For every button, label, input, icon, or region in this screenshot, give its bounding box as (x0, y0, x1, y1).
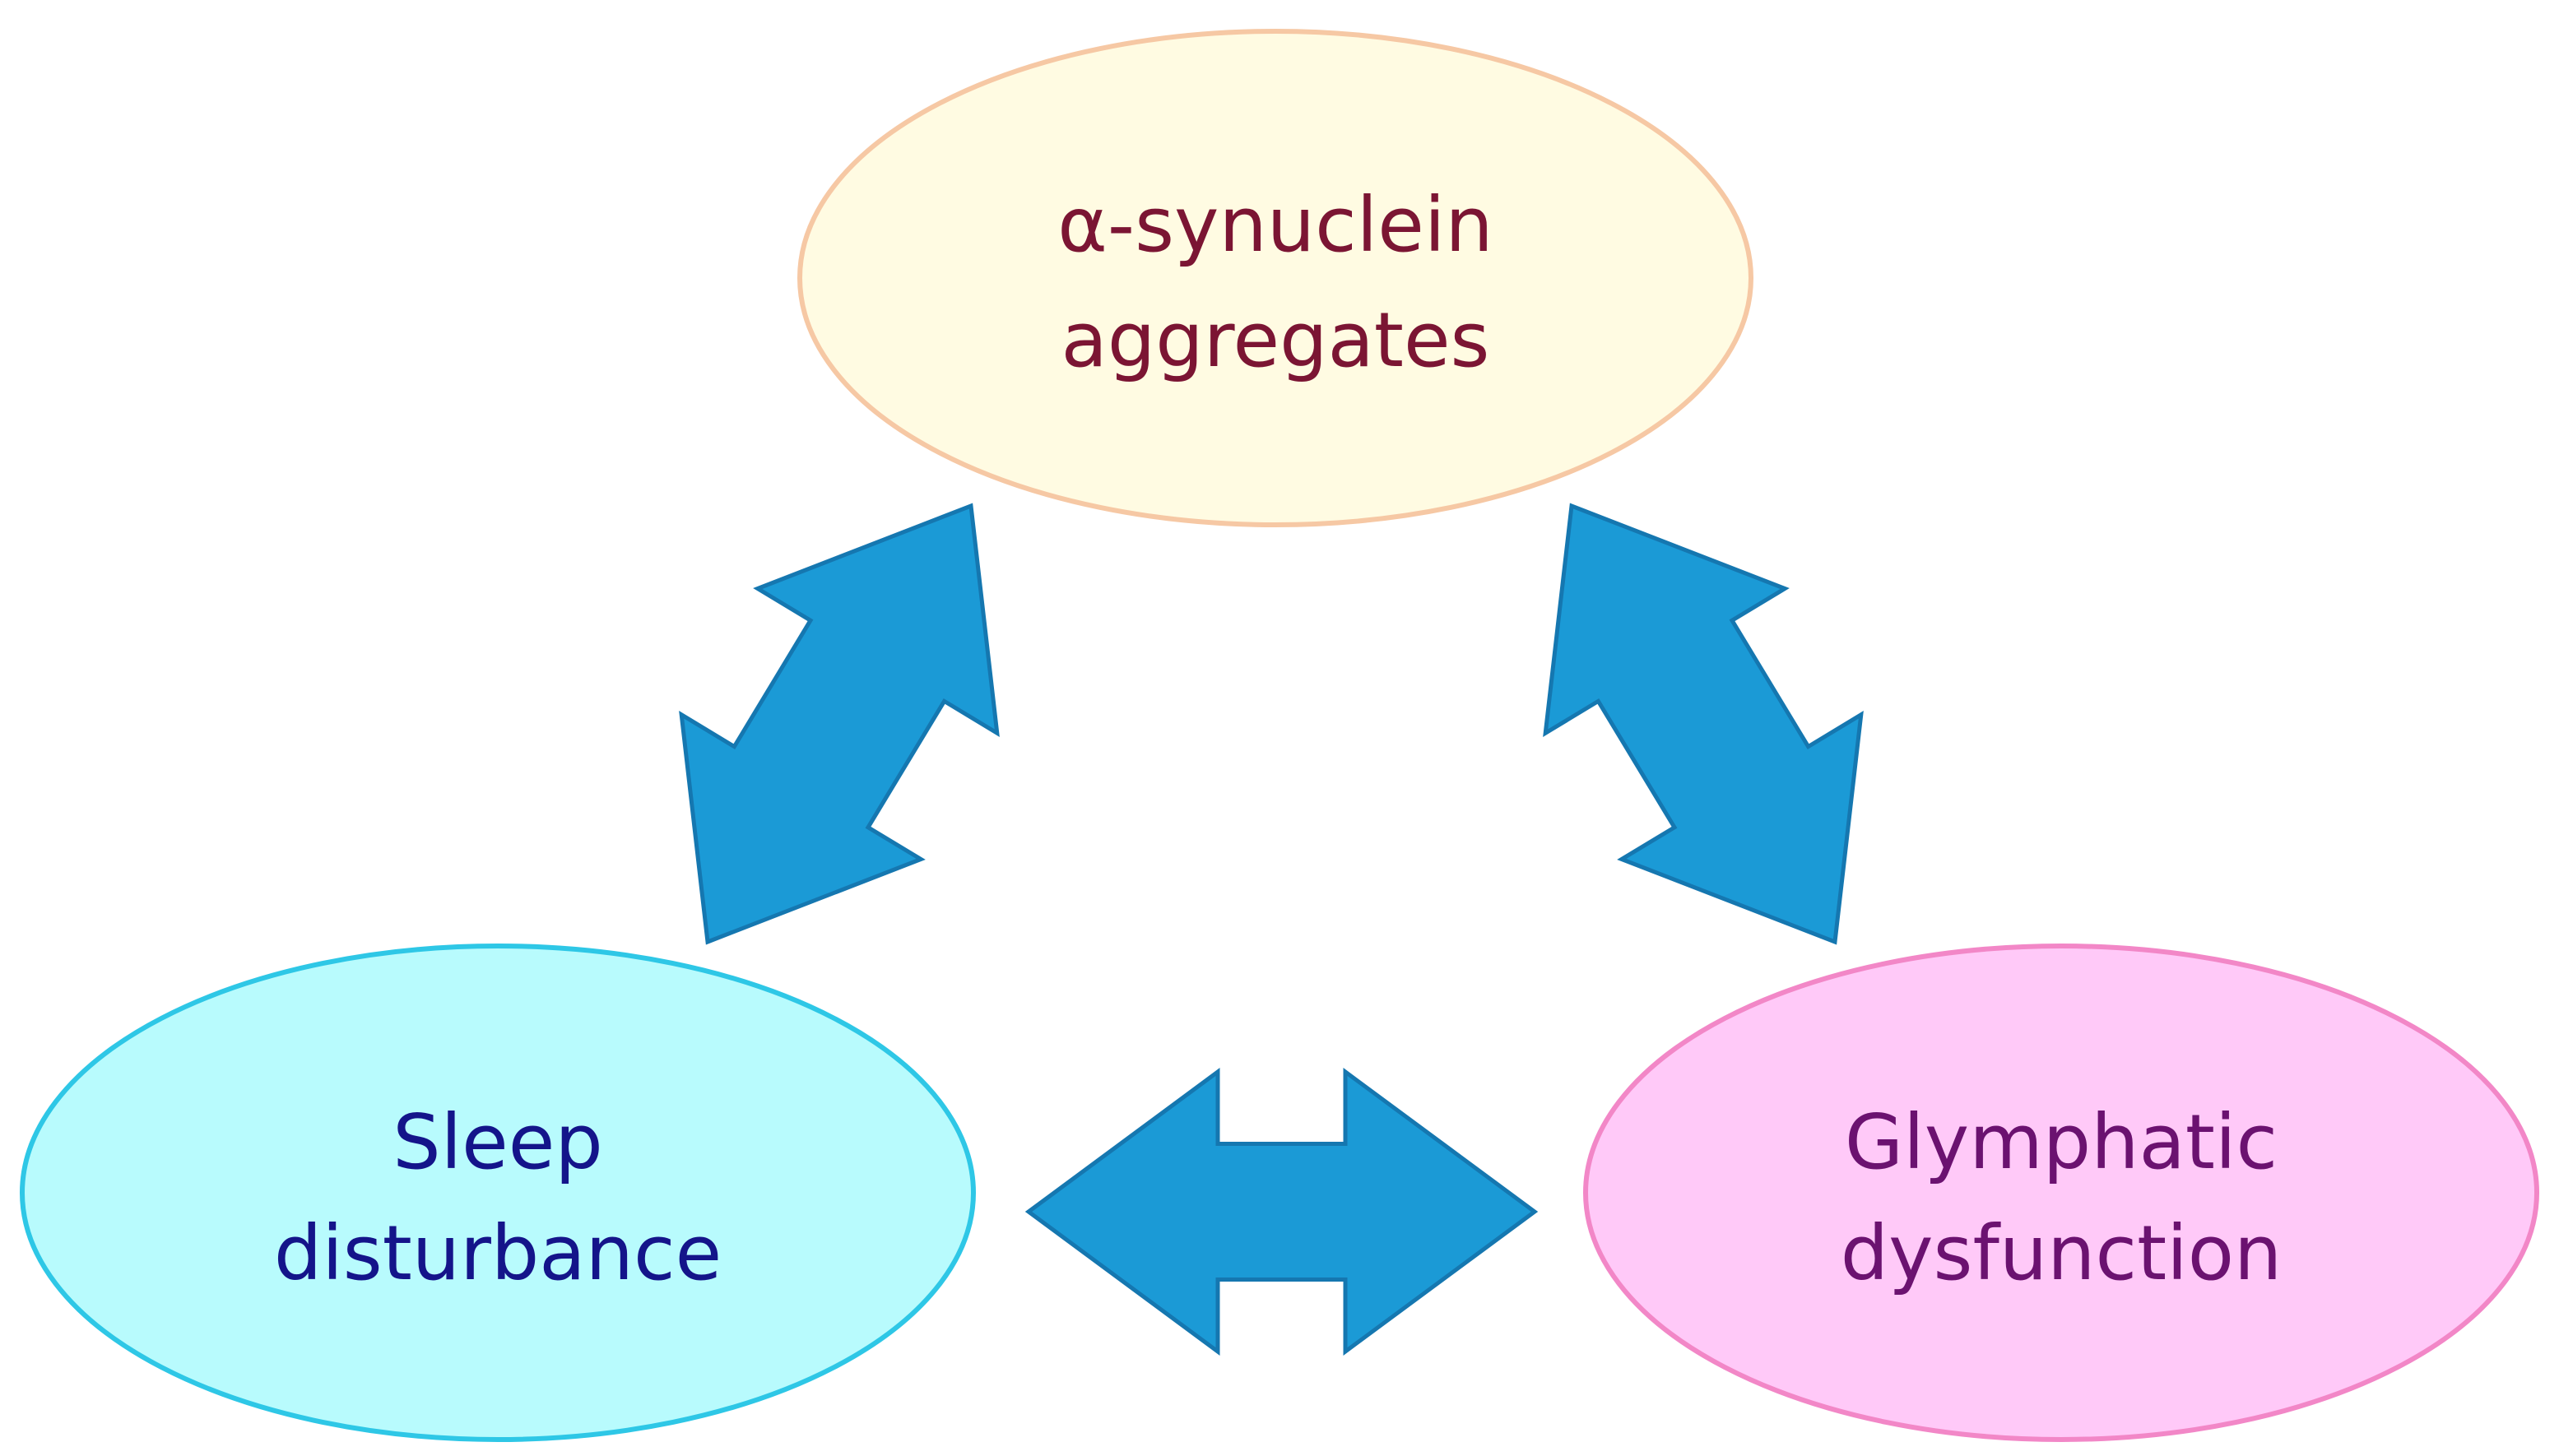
node-sleep-label-line2: disturbance (274, 1209, 722, 1297)
node-sleep-disturbance: Sleep disturbance (20, 944, 976, 1442)
node-glymphatic-label-line2: dysfunction (1841, 1209, 2283, 1297)
node-glymphatic-dysfunction: Glymphatic dysfunction (1583, 944, 2539, 1442)
arrow-synuclein-glymphatic (1543, 503, 1864, 945)
node-synuclein-label-line2: aggregates (1061, 296, 1490, 384)
node-synuclein-aggregates: α-synuclein aggregates (797, 29, 1753, 527)
node-sleep-ellipse (20, 944, 976, 1442)
node-glymphatic-ellipse (1583, 944, 2539, 1442)
node-synuclein-label-line1: α-synuclein (1057, 181, 1493, 269)
node-synuclein-ellipse (797, 29, 1753, 527)
node-glymphatic-label-line1: Glymphatic (1845, 1098, 2278, 1186)
arrow-sleep-synuclein (679, 503, 1000, 945)
node-sleep-label-line1: Sleep (392, 1098, 603, 1186)
arrow-sleep-glymphatic (1024, 1068, 1539, 1356)
